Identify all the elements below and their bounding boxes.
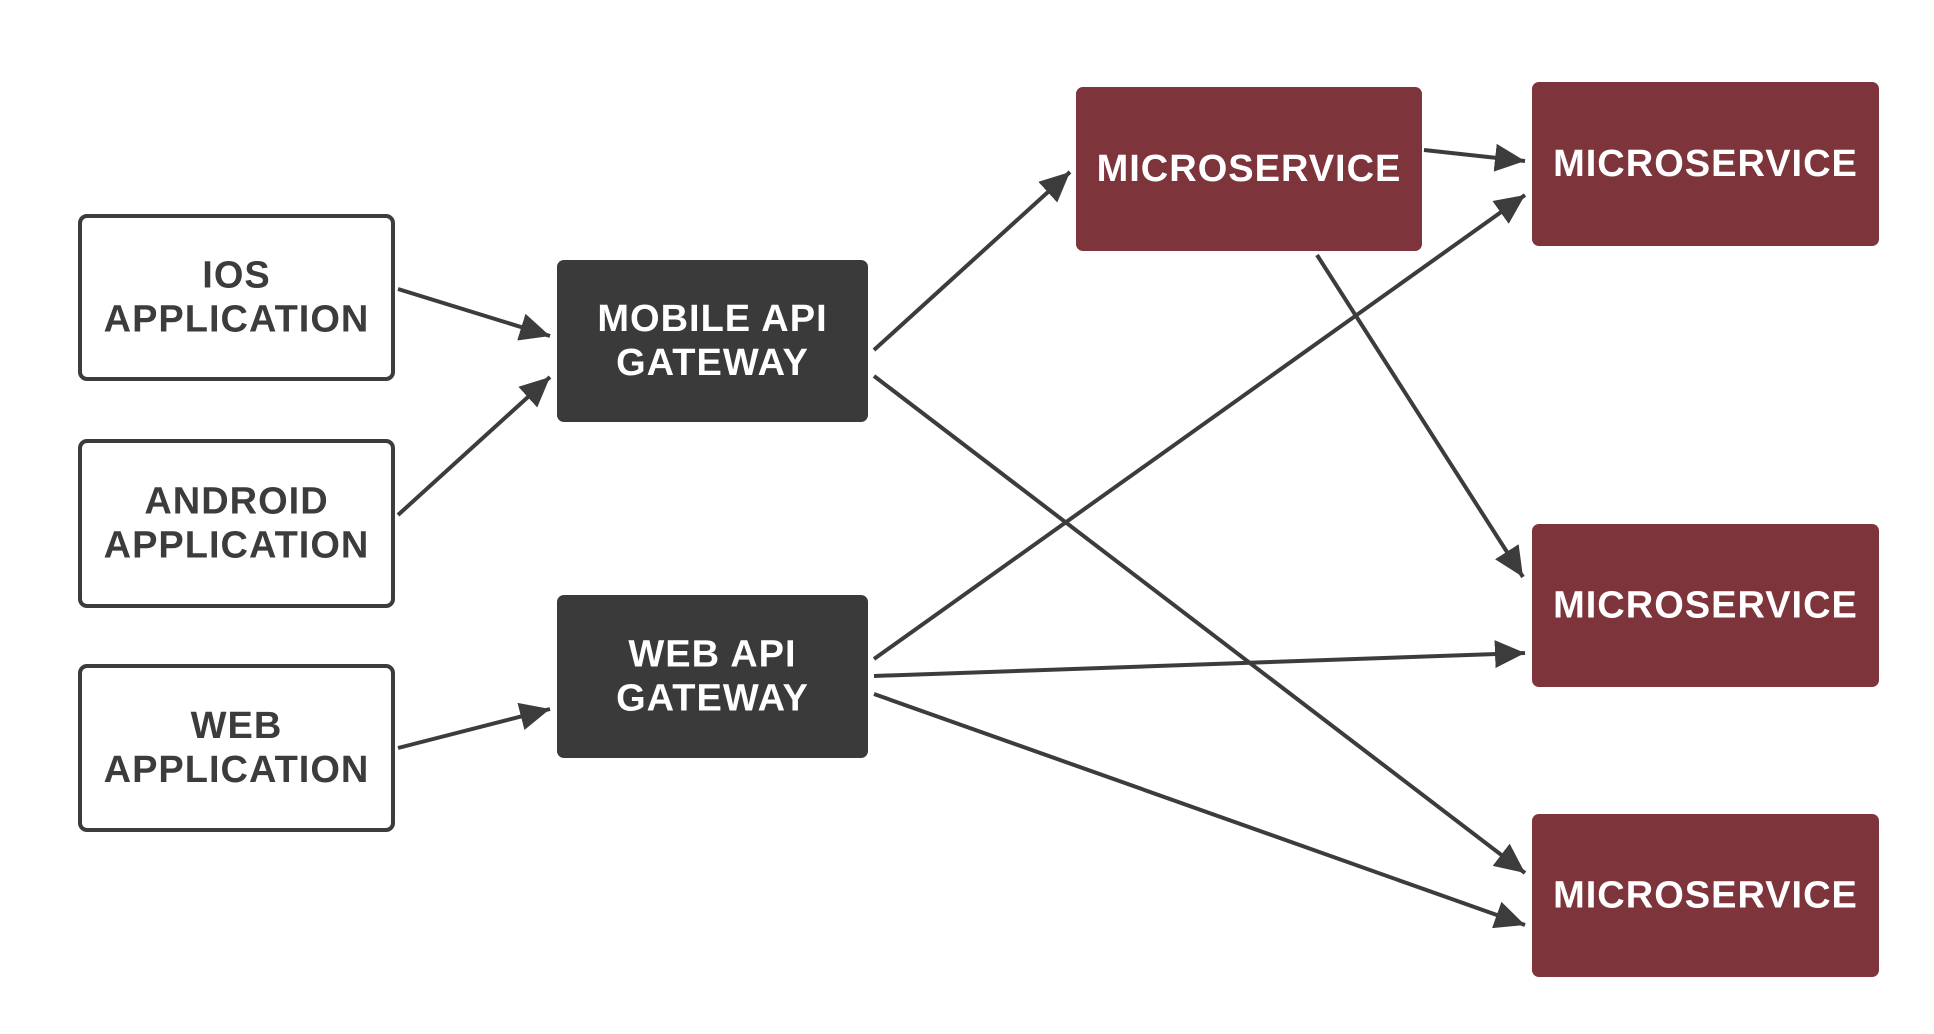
gateway-label-line: MOBILE API <box>597 298 827 340</box>
client-label-line: APPLICATION <box>104 749 370 791</box>
gateway-box <box>557 260 868 422</box>
service-box <box>1532 82 1879 246</box>
arrow-web_gw-to-ms3 <box>873 640 1526 678</box>
client-box <box>78 214 395 381</box>
arrow-mobile_gw-to-ms4 <box>872 374 1527 875</box>
client-label-line: APPLICATION <box>104 299 370 341</box>
client-box <box>78 664 395 832</box>
service-label-line: MICROSERVICE <box>1553 585 1858 627</box>
arrow-ms1-to-ms2 <box>1423 143 1526 172</box>
edges-layer <box>396 143 1527 929</box>
node-ms1: MICROSERVICE <box>1076 87 1422 251</box>
arrow-web-to-web_gw <box>397 702 551 750</box>
gateway-label-line: WEB API <box>628 634 796 676</box>
arrow-web_gw-to-ms4 <box>873 692 1526 929</box>
node-ms3: MICROSERVICE <box>1532 524 1879 687</box>
client-label-line: IOS <box>202 255 270 297</box>
service-label-line: MICROSERVICE <box>1097 148 1402 190</box>
node-ms2: MICROSERVICE <box>1532 82 1879 246</box>
client-label-line: APPLICATION <box>104 525 370 567</box>
gateway-label-line: GATEWAY <box>616 342 809 384</box>
service-box <box>1076 87 1422 251</box>
node-ms4: MICROSERVICE <box>1532 814 1879 977</box>
service-label-line: MICROSERVICE <box>1553 875 1858 917</box>
arrow-mobile_gw-to-ms1 <box>872 170 1072 352</box>
gateway-label-line: GATEWAY <box>616 678 809 720</box>
service-box <box>1532 814 1879 977</box>
arrow-ios-to-mobile_gw <box>397 287 551 341</box>
client-label-line: WEB <box>191 705 283 747</box>
client-box <box>78 439 395 608</box>
arrow-ms1-to-ms3 <box>1315 253 1525 579</box>
gateway-box <box>557 595 868 758</box>
client-label-line: ANDROID <box>144 481 328 523</box>
service-box <box>1532 524 1879 687</box>
arrow-web_gw-to-ms2 <box>872 193 1527 661</box>
arrow-android-to-mobile_gw <box>396 375 552 517</box>
service-label-line: MICROSERVICE <box>1553 143 1858 185</box>
nodes-layer: IOSAPPLICATIONANDROIDAPPLICATIONWEBAPPLI… <box>78 82 1879 977</box>
